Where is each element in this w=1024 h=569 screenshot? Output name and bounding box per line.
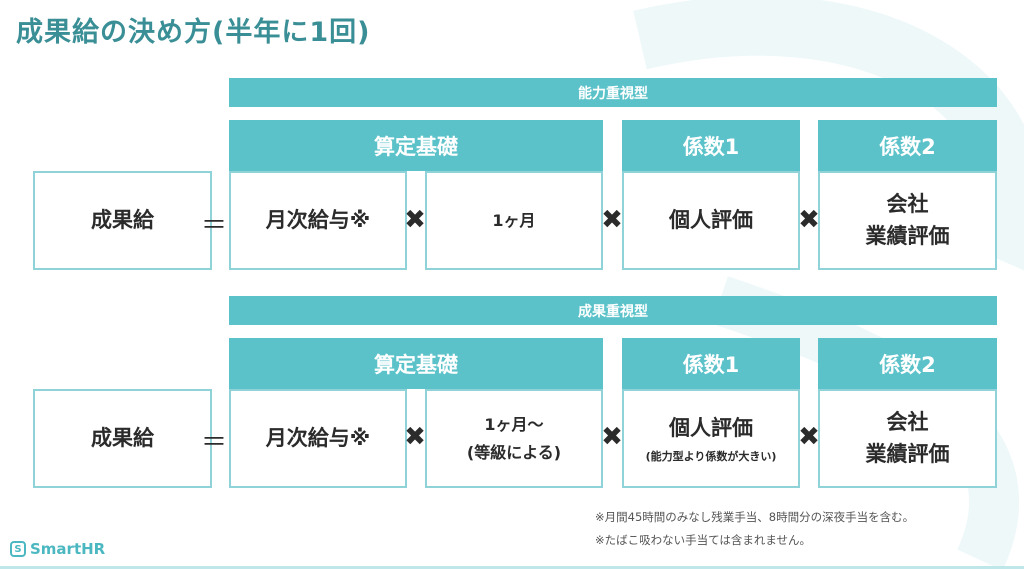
section-banner: 能力重視型 (229, 78, 997, 107)
page-title: 成果給の決め方(半年に1回) (16, 17, 371, 48)
monthly-salary-label: 月次給与※ (265, 425, 371, 450)
period-box: 1ヶ月 (425, 171, 603, 270)
period-label-line2: (等級による) (466, 442, 562, 462)
personal-eval-box: 個人評価 (能力型より係数が大きい) (622, 389, 800, 488)
header-coef2: 係数2 (818, 120, 997, 171)
result-label: 成果給 (91, 425, 154, 450)
multiply-icon: ✖ (404, 422, 426, 452)
monthly-salary-label: 月次給与※ (265, 207, 371, 232)
company-eval-box: 会社 業績評価 (818, 389, 997, 488)
result-label: 成果給 (91, 207, 154, 232)
company-eval-box: 会社 業績評価 (818, 171, 997, 270)
monthly-salary-box: 月次給与※ (229, 389, 407, 488)
multiply-icon: ✖ (404, 205, 426, 235)
equals-sign: ＝ (200, 428, 227, 458)
multiply-icon: ✖ (601, 205, 623, 235)
personal-eval-note: (能力型より係数が大きい) (645, 449, 777, 463)
personal-eval-label: 個人評価 (669, 416, 753, 441)
personal-eval-box: 個人評価 (622, 171, 800, 270)
result-label-box: 成果給 (33, 389, 212, 488)
header-base: 算定基礎 (229, 120, 603, 171)
header-coef1: 係数1 (622, 120, 800, 171)
company-eval-line1: 会社 (886, 410, 929, 434)
footnote: ※たばこ吸わない手当ては含まれません。 (595, 533, 812, 547)
company-eval-line1: 会社 (886, 192, 929, 216)
logo-text: SmartHR (30, 540, 106, 558)
section-banner: 成果重視型 (229, 296, 997, 325)
logo-mark-icon: S (10, 541, 26, 557)
personal-eval-label: 個人評価 (669, 207, 753, 232)
bottom-divider (0, 566, 1024, 569)
header-coef2: 係数2 (818, 338, 997, 389)
period-label-line1: 1ヶ月〜 (484, 415, 544, 435)
header-coef1: 係数1 (622, 338, 800, 389)
header-base: 算定基礎 (229, 338, 603, 389)
monthly-salary-box: 月次給与※ (229, 171, 407, 270)
company-eval-line2: 業績評価 (865, 223, 950, 248)
period-box: 1ヶ月〜 (等級による) (425, 389, 603, 488)
result-label-box: 成果給 (33, 171, 212, 270)
multiply-icon: ✖ (798, 205, 820, 235)
multiply-icon: ✖ (798, 422, 820, 452)
company-eval-line2: 業績評価 (865, 441, 950, 466)
equals-sign: ＝ (200, 211, 227, 241)
smarthr-logo: S SmartHR (10, 540, 105, 558)
footnote: ※月間45時間のみなし残業手当、8時間分の深夜手当を含む。 (595, 510, 915, 524)
multiply-icon: ✖ (601, 422, 623, 452)
period-label: 1ヶ月 (492, 210, 536, 230)
